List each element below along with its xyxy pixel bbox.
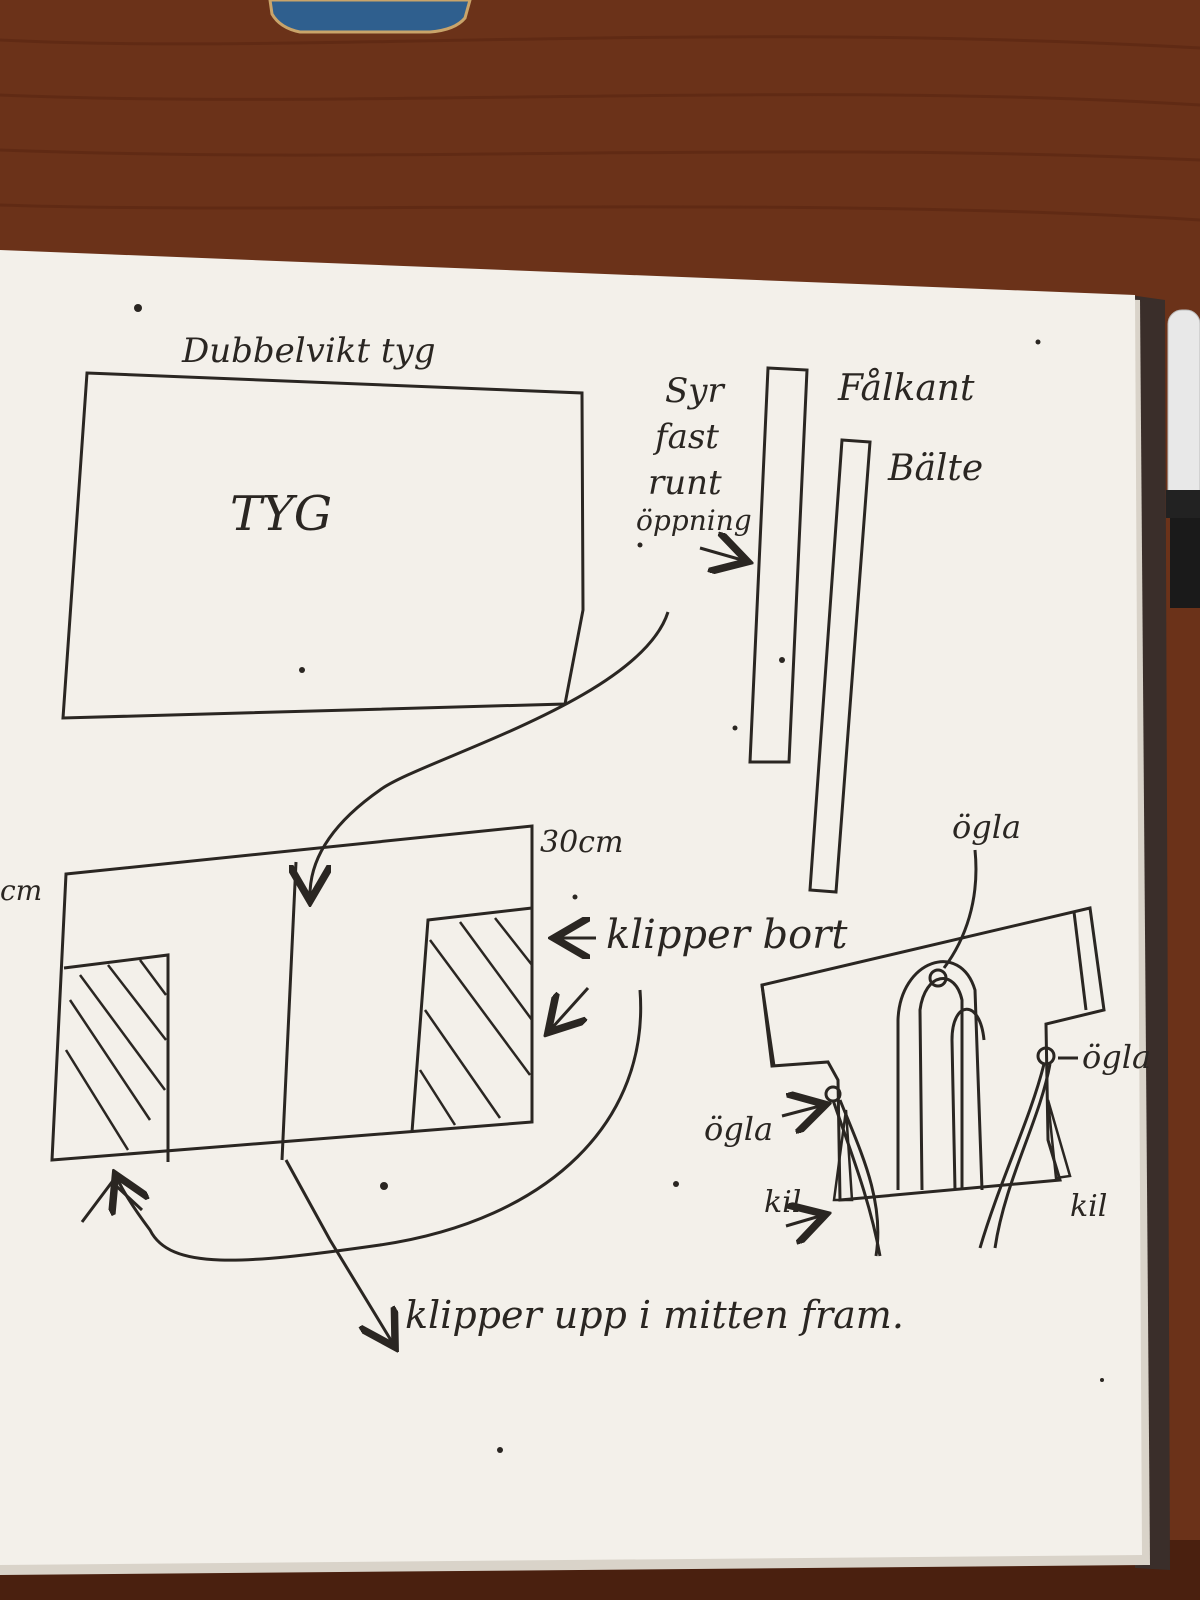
pen	[1166, 309, 1200, 608]
width-label: 30cm	[540, 825, 623, 860]
loop-top-pointer	[942, 849, 978, 969]
flow-arrow-small	[80, 1179, 144, 1223]
cut-away-arrow	[552, 986, 590, 1028]
fabric-label: TYG	[230, 486, 332, 542]
hem-strip-label: Fålkant	[837, 368, 975, 409]
fabric-title: Dubbelvikt tyg	[181, 331, 435, 371]
jacket-collar	[896, 960, 984, 1191]
blue-object	[268, 0, 472, 34]
center-fold-line	[280, 861, 298, 1161]
sew-note-line-1: Syr	[665, 371, 726, 411]
sew-note-line-3: runt	[648, 463, 722, 503]
loop-right-label: ögla	[1082, 1038, 1151, 1076]
loop-top	[928, 968, 948, 988]
sew-note: Syr fast runt öppning	[636, 371, 752, 537]
flow-arrow-loop	[118, 989, 643, 1262]
hatching-right	[418, 917, 534, 1126]
loop-right	[1036, 1046, 1056, 1066]
gusset-right-label: kil	[1070, 1189, 1107, 1224]
cut-away-right	[410, 906, 533, 1133]
gusset-right	[1046, 1099, 1072, 1180]
gusset-left	[832, 1109, 854, 1202]
wood-grain	[0, 35, 1200, 222]
jacket-sketch	[760, 906, 1106, 1202]
cut-away-left	[63, 953, 170, 1162]
sew-note-line-4: öppning	[636, 504, 752, 537]
cut-front-arrow	[284, 1159, 392, 1342]
jacket-outline	[760, 906, 1106, 1202]
hatching-left	[64, 959, 168, 1151]
belt-strip	[808, 438, 872, 894]
loop-left-label: ögla	[704, 1110, 773, 1148]
fabric-panel	[61, 371, 585, 720]
gusset-left-label: kil	[764, 1185, 801, 1220]
ties	[831, 1063, 1052, 1257]
loop-top-label: ögla	[952, 808, 1021, 846]
cut-away-label: klipper bort	[606, 912, 848, 958]
left-dim-label: cm	[0, 874, 42, 907]
sew-note-line-2: fast	[652, 417, 719, 457]
gusset-left-pointer	[786, 1216, 820, 1226]
paper-page	[0, 250, 1142, 1565]
loop-left-pointer	[781, 1106, 820, 1116]
ink-specks	[134, 304, 1104, 1453]
cut-layout	[50, 824, 534, 1162]
sew-note-arrow	[699, 548, 742, 560]
flow-arrow-fabric	[310, 611, 670, 895]
hem-strip	[748, 366, 809, 764]
cut-front-label: klipper upp i mitten fram.	[405, 1293, 904, 1337]
belt-strip-label: Bälte	[887, 448, 983, 489]
